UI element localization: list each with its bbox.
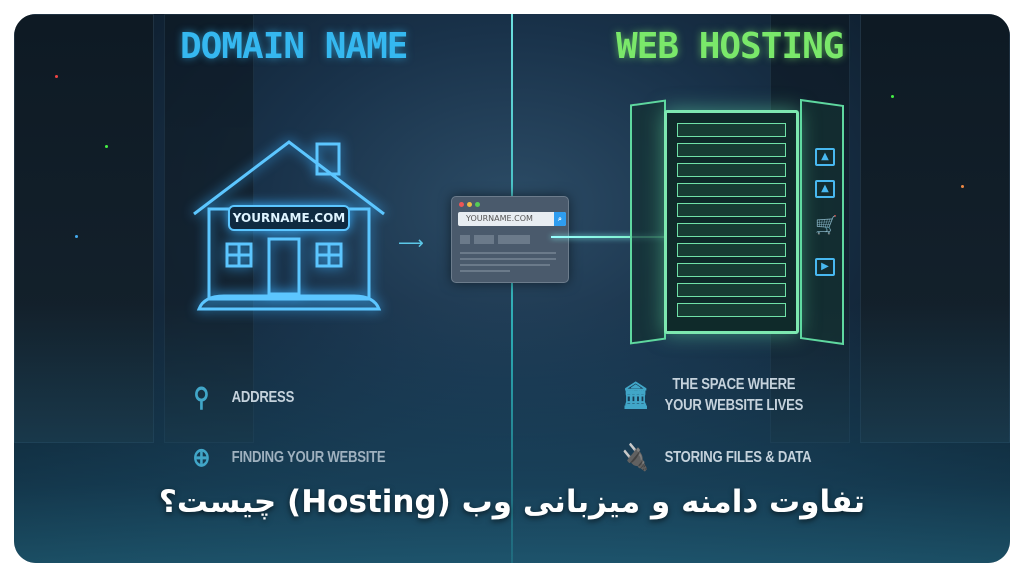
house-icon bbox=[193, 140, 385, 311]
cart-icon: 🛒 bbox=[815, 215, 838, 236]
feature-label: FINDING YOUR WEBSITE bbox=[231, 448, 386, 466]
image-icon: ▲ bbox=[815, 148, 835, 166]
url-text: YOURNAME.COM bbox=[466, 214, 533, 223]
browser-address-bar: YOURNAME.COM ⌕ bbox=[458, 212, 566, 226]
hosting-server-icon bbox=[664, 110, 799, 334]
feature-label: YOUR WEBSITE LIVES bbox=[664, 397, 804, 414]
feature-label: STORING FILES & DATA bbox=[664, 448, 812, 466]
plug-icon: 🔌 bbox=[622, 442, 649, 472]
search-icon: ⌕ bbox=[554, 212, 566, 226]
arrow-right-icon: ⟶ bbox=[398, 233, 424, 254]
search-icon: ⚲ bbox=[193, 382, 210, 412]
image-icon: ▲ bbox=[815, 180, 835, 198]
hero-illustration: DOMAIN NAME WEB HOSTING YOURNAME.COM ⟶ Y… bbox=[14, 14, 1010, 563]
center-divider bbox=[511, 14, 513, 563]
feature-space: 🏛 THE SPACE WHERE YOUR WEBSITE LIVES bbox=[622, 374, 803, 416]
house-domain-label: YOURNAME.COM bbox=[232, 211, 346, 225]
feature-finding: ⊕ FINDING YOUR WEBSITE bbox=[189, 442, 385, 473]
connection-beam bbox=[551, 236, 681, 238]
browser-window: YOURNAME.COM ⌕ bbox=[451, 196, 569, 283]
globe-icon: ⊕ bbox=[192, 442, 211, 472]
bank-icon: 🏛 bbox=[622, 379, 649, 410]
feature-label: THE SPACE WHERE bbox=[672, 376, 796, 393]
web-hosting-heading: WEB HOSTING bbox=[616, 26, 844, 67]
feature-storage: 🔌 STORING FILES & DATA bbox=[622, 442, 812, 473]
video-icon: ▶ bbox=[815, 258, 835, 276]
domain-name-heading: DOMAIN NAME bbox=[180, 26, 408, 67]
feature-label: ADDRESS bbox=[231, 388, 295, 406]
feature-address: ⚲ ADDRESS bbox=[189, 382, 295, 413]
server-door-left bbox=[630, 99, 666, 345]
page-title: تفاوت دامنه و میزبانی وب (Hosting) چیست؟ bbox=[158, 484, 866, 520]
